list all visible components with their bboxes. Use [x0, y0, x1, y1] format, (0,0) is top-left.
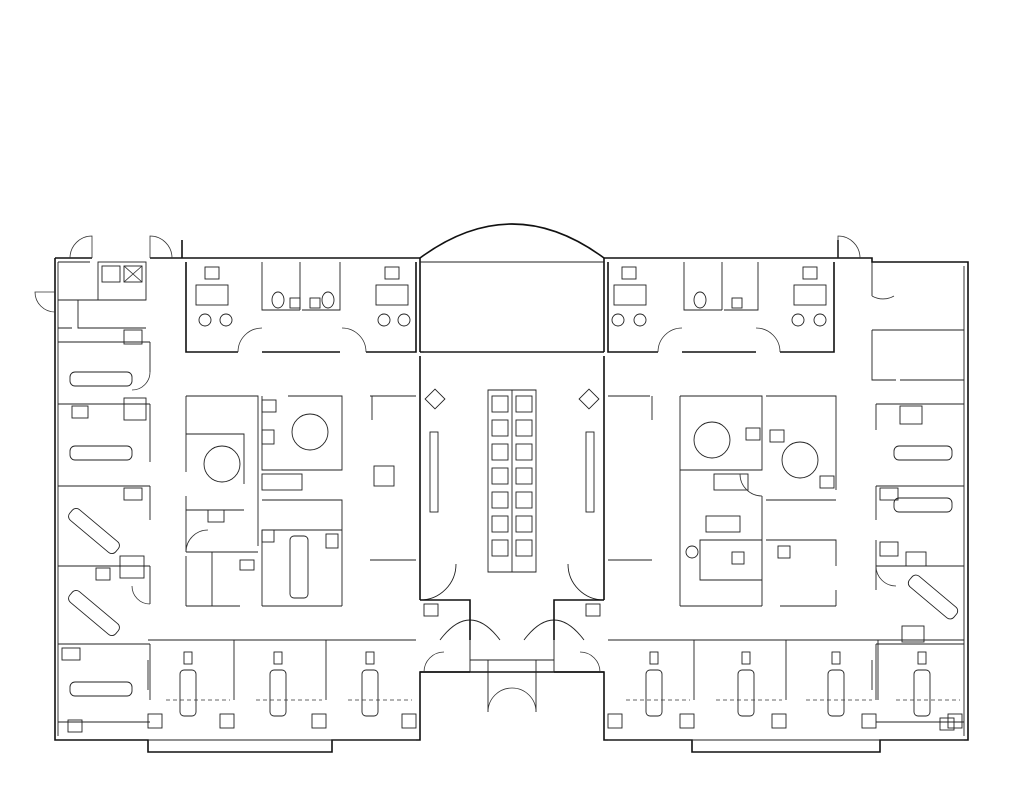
- top-left-service-rooms: [58, 261, 147, 329]
- exterior-walls: [54, 223, 969, 753]
- bottom-operatories-left: [147, 639, 417, 741]
- top-right-rooms: [871, 262, 964, 381]
- right-central-rooms: [679, 395, 837, 606]
- bottom-operatories-right: [607, 639, 964, 741]
- center-seating: [487, 389, 537, 573]
- left-operatories: [58, 329, 151, 733]
- waiting-lobby: [370, 356, 653, 641]
- right-operatories: [875, 403, 964, 731]
- top-offices-right: [607, 262, 835, 353]
- entry-doors: [34, 235, 861, 313]
- center-restrooms: [420, 599, 604, 713]
- left-central-rooms: [185, 395, 343, 607]
- top-offices-left: [185, 262, 417, 353]
